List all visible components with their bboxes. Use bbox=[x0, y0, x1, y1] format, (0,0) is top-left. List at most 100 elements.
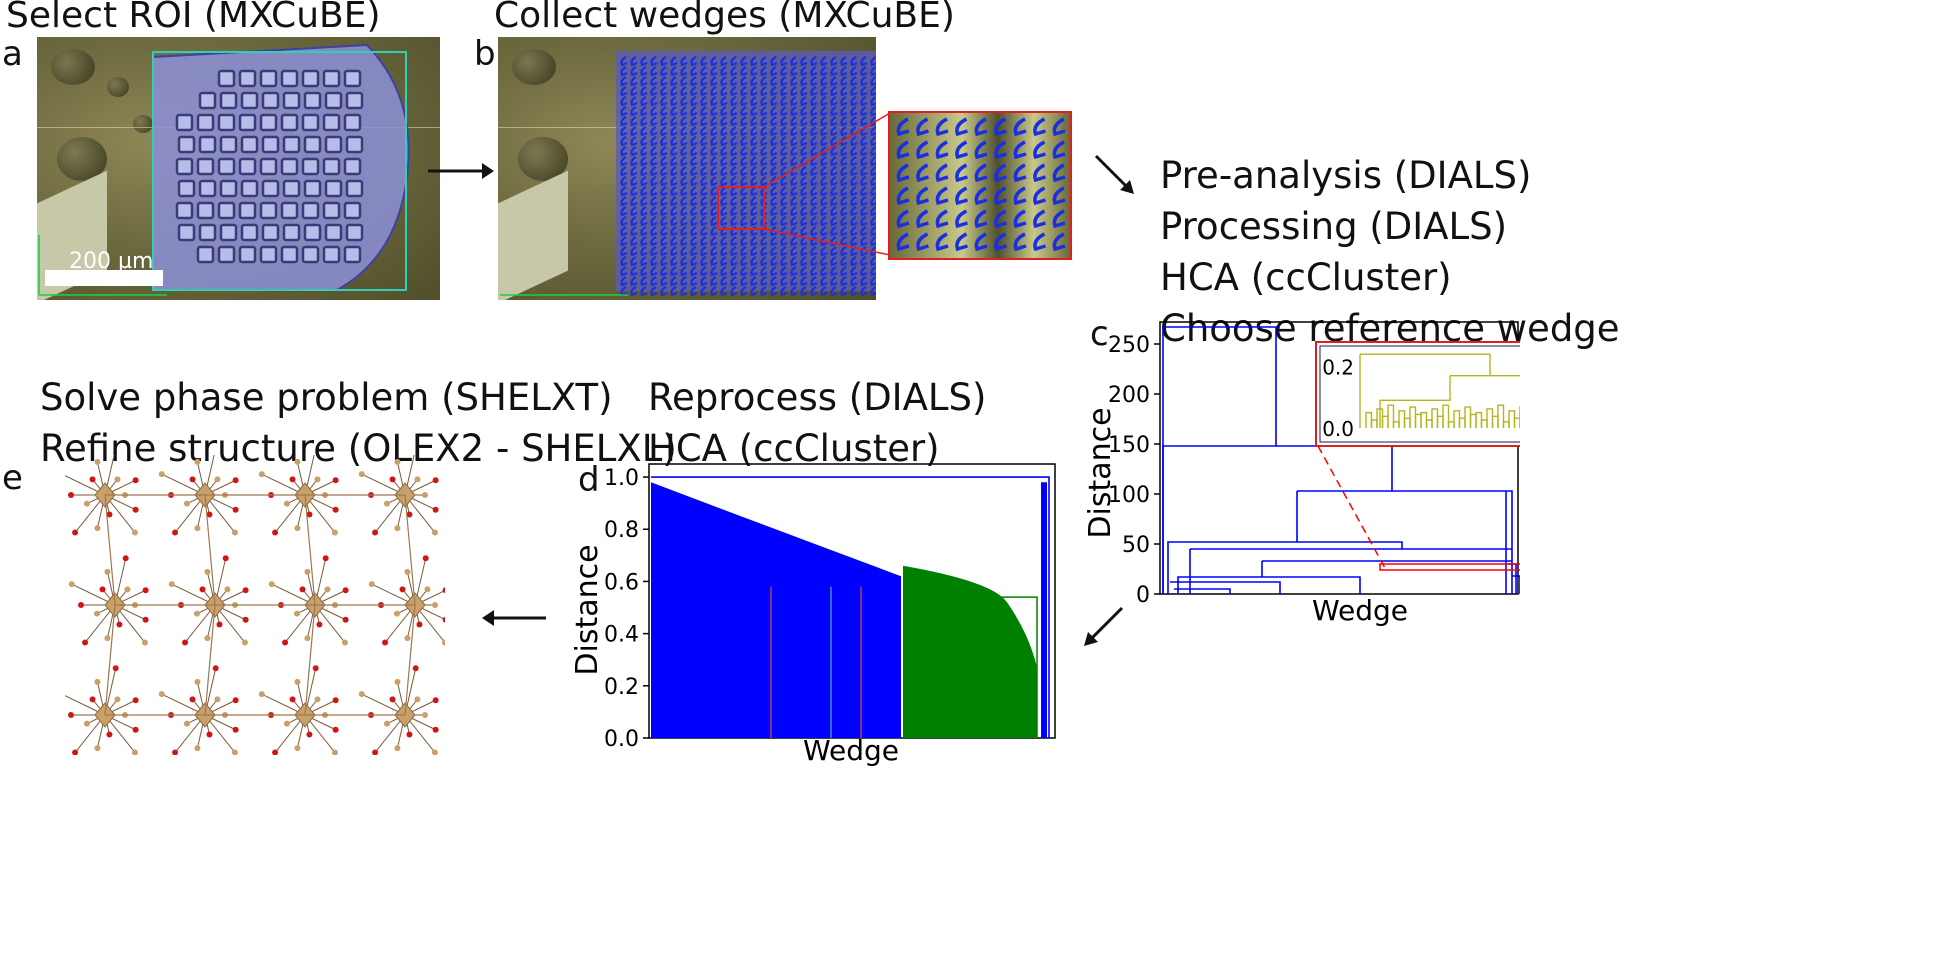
wedge-marker bbox=[860, 176, 868, 187]
wedge-marker bbox=[680, 286, 688, 297]
wedge-marker bbox=[710, 76, 718, 87]
wedge-marker bbox=[710, 276, 718, 287]
wedge-marker bbox=[620, 246, 628, 257]
wedge-marker bbox=[790, 256, 798, 267]
wedge-marker bbox=[680, 146, 688, 157]
wedge-marker bbox=[700, 106, 708, 117]
atom bbox=[193, 610, 200, 617]
atom bbox=[194, 458, 201, 465]
wedge-marker bbox=[750, 276, 758, 287]
wedge-marker bbox=[740, 156, 748, 167]
wedge-marker bbox=[640, 226, 648, 237]
wedge-marker bbox=[730, 56, 738, 67]
wedge-marker bbox=[680, 236, 688, 247]
atom bbox=[241, 639, 248, 646]
wedge-marker bbox=[800, 66, 808, 77]
atom bbox=[431, 749, 438, 755]
wedge-marker bbox=[660, 126, 668, 137]
wedge-marker-zoom bbox=[935, 117, 949, 137]
atom bbox=[272, 529, 279, 536]
wedge-marker bbox=[740, 216, 748, 227]
wedge-marker bbox=[870, 286, 876, 297]
wedge-marker bbox=[650, 186, 658, 197]
wedge-marker bbox=[770, 286, 778, 297]
wedge-marker bbox=[630, 166, 638, 177]
wedge-marker-zoom bbox=[935, 163, 949, 183]
wedge-marker bbox=[840, 96, 848, 107]
wedge-marker-zoom bbox=[955, 140, 969, 160]
wedge-marker bbox=[690, 166, 698, 177]
wedge-marker bbox=[700, 166, 708, 177]
wedge-marker bbox=[800, 56, 808, 67]
c-zoom-dash bbox=[1317, 445, 1386, 569]
wedge-marker bbox=[750, 246, 758, 257]
wedge-marker bbox=[830, 116, 838, 127]
grid-cell bbox=[177, 135, 196, 154]
arrow-left-icon bbox=[482, 610, 546, 626]
wedge-marker bbox=[640, 236, 648, 247]
wedge-marker bbox=[640, 266, 648, 277]
grid-cell bbox=[282, 91, 301, 110]
grid-cell bbox=[280, 69, 299, 88]
grid-cell bbox=[238, 201, 257, 220]
wedge-marker bbox=[620, 206, 628, 217]
wedge-marker bbox=[690, 206, 698, 217]
wedge-marker bbox=[720, 196, 728, 207]
wedge-marker bbox=[700, 196, 708, 207]
wedge-marker bbox=[650, 96, 658, 107]
wedge-marker bbox=[740, 136, 748, 147]
wedge-marker bbox=[840, 226, 848, 237]
wedge-marker bbox=[840, 176, 848, 187]
wedge-marker bbox=[870, 56, 876, 67]
wedge-marker bbox=[700, 276, 708, 287]
wedge-marker bbox=[650, 206, 658, 217]
wedge-marker-zoom bbox=[916, 117, 930, 137]
wedge-marker bbox=[780, 76, 788, 87]
atom bbox=[104, 568, 111, 575]
grid-cell bbox=[343, 157, 362, 176]
wedge-marker bbox=[650, 56, 658, 67]
wedge-marker bbox=[820, 136, 828, 147]
atom bbox=[422, 492, 428, 498]
wedge-marker bbox=[760, 176, 768, 187]
atom bbox=[399, 586, 406, 593]
wedge-marker bbox=[770, 256, 778, 267]
wedge-marker bbox=[680, 256, 688, 267]
c-ytick-label: 200 bbox=[1108, 383, 1150, 408]
wedge-marker bbox=[790, 266, 798, 277]
wedge-marker bbox=[700, 286, 708, 297]
atom bbox=[224, 586, 231, 593]
wedge-marker-zoom bbox=[896, 163, 910, 183]
wedge-marker bbox=[670, 126, 678, 137]
wedge-marker bbox=[850, 286, 858, 297]
wedge-marker bbox=[690, 116, 698, 127]
wedge-marker bbox=[640, 106, 648, 117]
atom bbox=[104, 635, 111, 642]
wedge-marker bbox=[670, 156, 678, 167]
wedge-marker bbox=[860, 216, 868, 227]
wedge-marker bbox=[730, 106, 738, 117]
wedge-marker-zoom bbox=[994, 117, 1008, 137]
wedge-marker-zoom bbox=[974, 186, 988, 206]
c-dendro-link bbox=[1177, 560, 1512, 594]
wedge-marker bbox=[660, 146, 668, 157]
d-ytick-label: 0.6 bbox=[604, 570, 639, 595]
wedge-marker-zoom bbox=[935, 186, 949, 206]
atom bbox=[242, 616, 249, 623]
atom bbox=[204, 568, 211, 575]
atom bbox=[372, 529, 379, 536]
wedge-marker bbox=[650, 256, 658, 267]
wedge-marker bbox=[840, 266, 848, 277]
atom bbox=[232, 726, 239, 733]
atom bbox=[316, 621, 323, 628]
wedge-marker bbox=[800, 276, 808, 287]
wedge-marker-zoom bbox=[1052, 117, 1066, 137]
wedge-marker bbox=[740, 256, 748, 267]
wedge-marker bbox=[800, 116, 808, 127]
panel-e-steps: Solve phase problem (SHELXT) Refine stru… bbox=[40, 372, 677, 474]
wedge-marker bbox=[720, 266, 728, 277]
wedge-marker bbox=[790, 196, 798, 207]
wedge-marker bbox=[830, 286, 838, 297]
wedge-marker bbox=[690, 246, 698, 257]
atom bbox=[289, 696, 296, 703]
